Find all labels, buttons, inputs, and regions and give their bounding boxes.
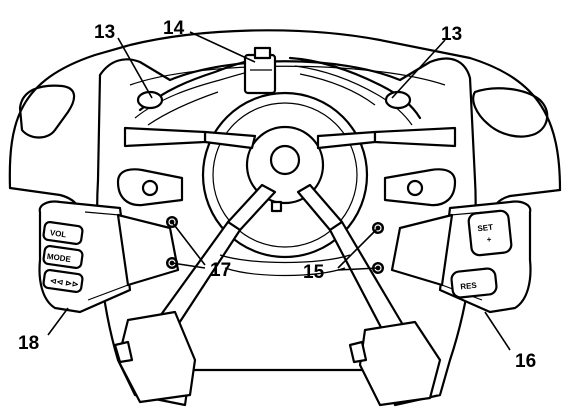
right-switch-res-button [450, 267, 498, 299]
left-switch-vol-label: VOL [49, 228, 67, 239]
hub-inner-ring [212, 102, 358, 248]
hub-bolt [269, 144, 301, 176]
right-bracket-hole [406, 179, 424, 197]
callout-13-right: 13 [441, 24, 462, 45]
spoke-lower-left [226, 183, 277, 232]
hub-housing-outline [96, 57, 477, 407]
left-switch-vol-button [42, 220, 84, 246]
left-switch-arm [116, 213, 180, 287]
hub-arc-1 [219, 254, 351, 264]
callout-16: 16 [515, 351, 536, 372]
wire-connector-plug [253, 46, 272, 60]
wire-harness-left-3 [147, 91, 219, 126]
callout-15: 15 [303, 262, 325, 283]
right-switch-arm [390, 213, 454, 287]
hub-inner-contour [129, 65, 446, 86]
right-switch-res-label: RES [460, 281, 478, 292]
hub-outer-ring [201, 91, 369, 259]
left-switch-seek-label: ⊲⊲ ⊳⊳ [49, 276, 79, 289]
wheel-outer-rim [8, 29, 562, 192]
cross-bar-right [373, 126, 457, 148]
wire-harness-right [288, 56, 422, 120]
right-bottom-connector-tab [348, 340, 368, 364]
callout-13-left: 13 [94, 22, 115, 43]
hub-square-marker [270, 200, 283, 213]
left-bottom-connector-tab [113, 340, 134, 364]
wire-connector [243, 53, 277, 95]
wire-harness-right-3 [299, 73, 376, 106]
callout-18: 18 [18, 333, 39, 354]
left-switch-mode-label: MODE [46, 252, 72, 264]
right-switch-set-label: SET [477, 223, 494, 234]
left-bracket-hole [141, 179, 159, 197]
leader-lines [47, 31, 511, 351]
callout-17: 17 [210, 260, 231, 281]
right-bottom-connector [358, 320, 442, 407]
left-switch-seek-button [42, 268, 84, 294]
left-switch-mode-button [42, 244, 84, 270]
left-rim-opening [18, 84, 76, 139]
right-switch-set-button [467, 209, 513, 257]
right-rim-opening [472, 87, 549, 138]
left-bottom-connector [116, 310, 197, 404]
spoke-lower-right [296, 183, 344, 232]
hub-arc-2 [224, 267, 346, 277]
wire-harness-right-2 [294, 65, 413, 126]
spoke-top-right [316, 130, 377, 150]
callout-14: 14 [163, 18, 185, 39]
right-wire-clip [384, 90, 412, 110]
spoke-top-left [203, 130, 257, 150]
right-switch-set-plus: + [486, 235, 492, 244]
cross-bar [123, 126, 207, 148]
left-wire-clip [136, 90, 164, 110]
